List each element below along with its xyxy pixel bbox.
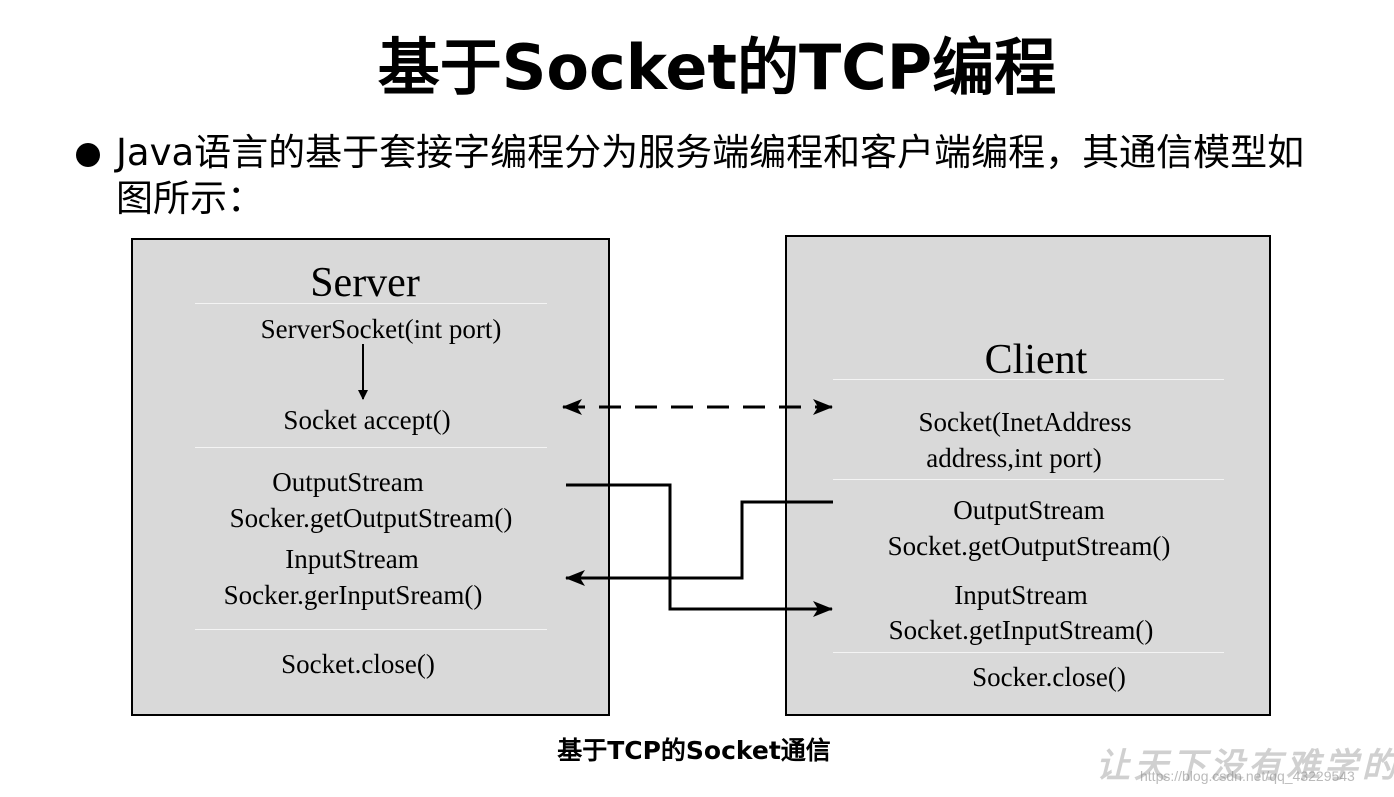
diagram-caption: 基于TCP的Socket通信 bbox=[557, 736, 831, 765]
watermark-seal: 让天下没有难学的技 bbox=[1096, 746, 1394, 786]
client-box bbox=[785, 235, 1271, 716]
server-box bbox=[131, 238, 610, 716]
client-input-stream: InputStream bbox=[954, 580, 1088, 610]
client-separator bbox=[833, 479, 1224, 480]
bullet-text: Java语言的基于套接字编程分为服务端编程和客户端编程，其通信模型如图所示： bbox=[116, 131, 1305, 220]
client-separator bbox=[833, 379, 1224, 380]
server-separator bbox=[195, 629, 547, 630]
client-socket-constructor-line2: address,int port) bbox=[926, 443, 1102, 473]
watermark-url: https://blog.csdn.net/qq_43229543 bbox=[1140, 768, 1355, 784]
client-separator bbox=[833, 652, 1224, 653]
client-heading: Client bbox=[984, 337, 1088, 383]
server-heading: Server bbox=[310, 260, 420, 306]
server-socket-constructor: ServerSocket(int port) bbox=[260, 314, 502, 344]
bullet-icon bbox=[76, 143, 100, 167]
server-output-stream: OutputStream bbox=[272, 467, 424, 497]
client-get-output-stream: Socket.getOutputStream() bbox=[887, 531, 1171, 561]
server-input-stream: InputStream bbox=[285, 544, 419, 574]
server-separator bbox=[195, 303, 547, 304]
client-output-stream: OutputStream bbox=[953, 495, 1105, 525]
server-accept: Socket accept() bbox=[283, 405, 451, 435]
server-get-output-stream: Socker.getOutputStream() bbox=[229, 503, 513, 533]
server-close: Socket.close() bbox=[281, 649, 435, 679]
server-get-input-stream: Socker.gerInputSream() bbox=[223, 580, 483, 610]
client-socket-constructor-line1: Socket(InetAddress bbox=[918, 407, 1132, 437]
client-get-input-stream: Socket.getInputStream() bbox=[888, 615, 1154, 645]
client-close: Socker.close() bbox=[972, 662, 1126, 692]
page-title: 基于Socket的TCP编程 bbox=[377, 31, 1057, 104]
server-separator bbox=[195, 447, 547, 448]
